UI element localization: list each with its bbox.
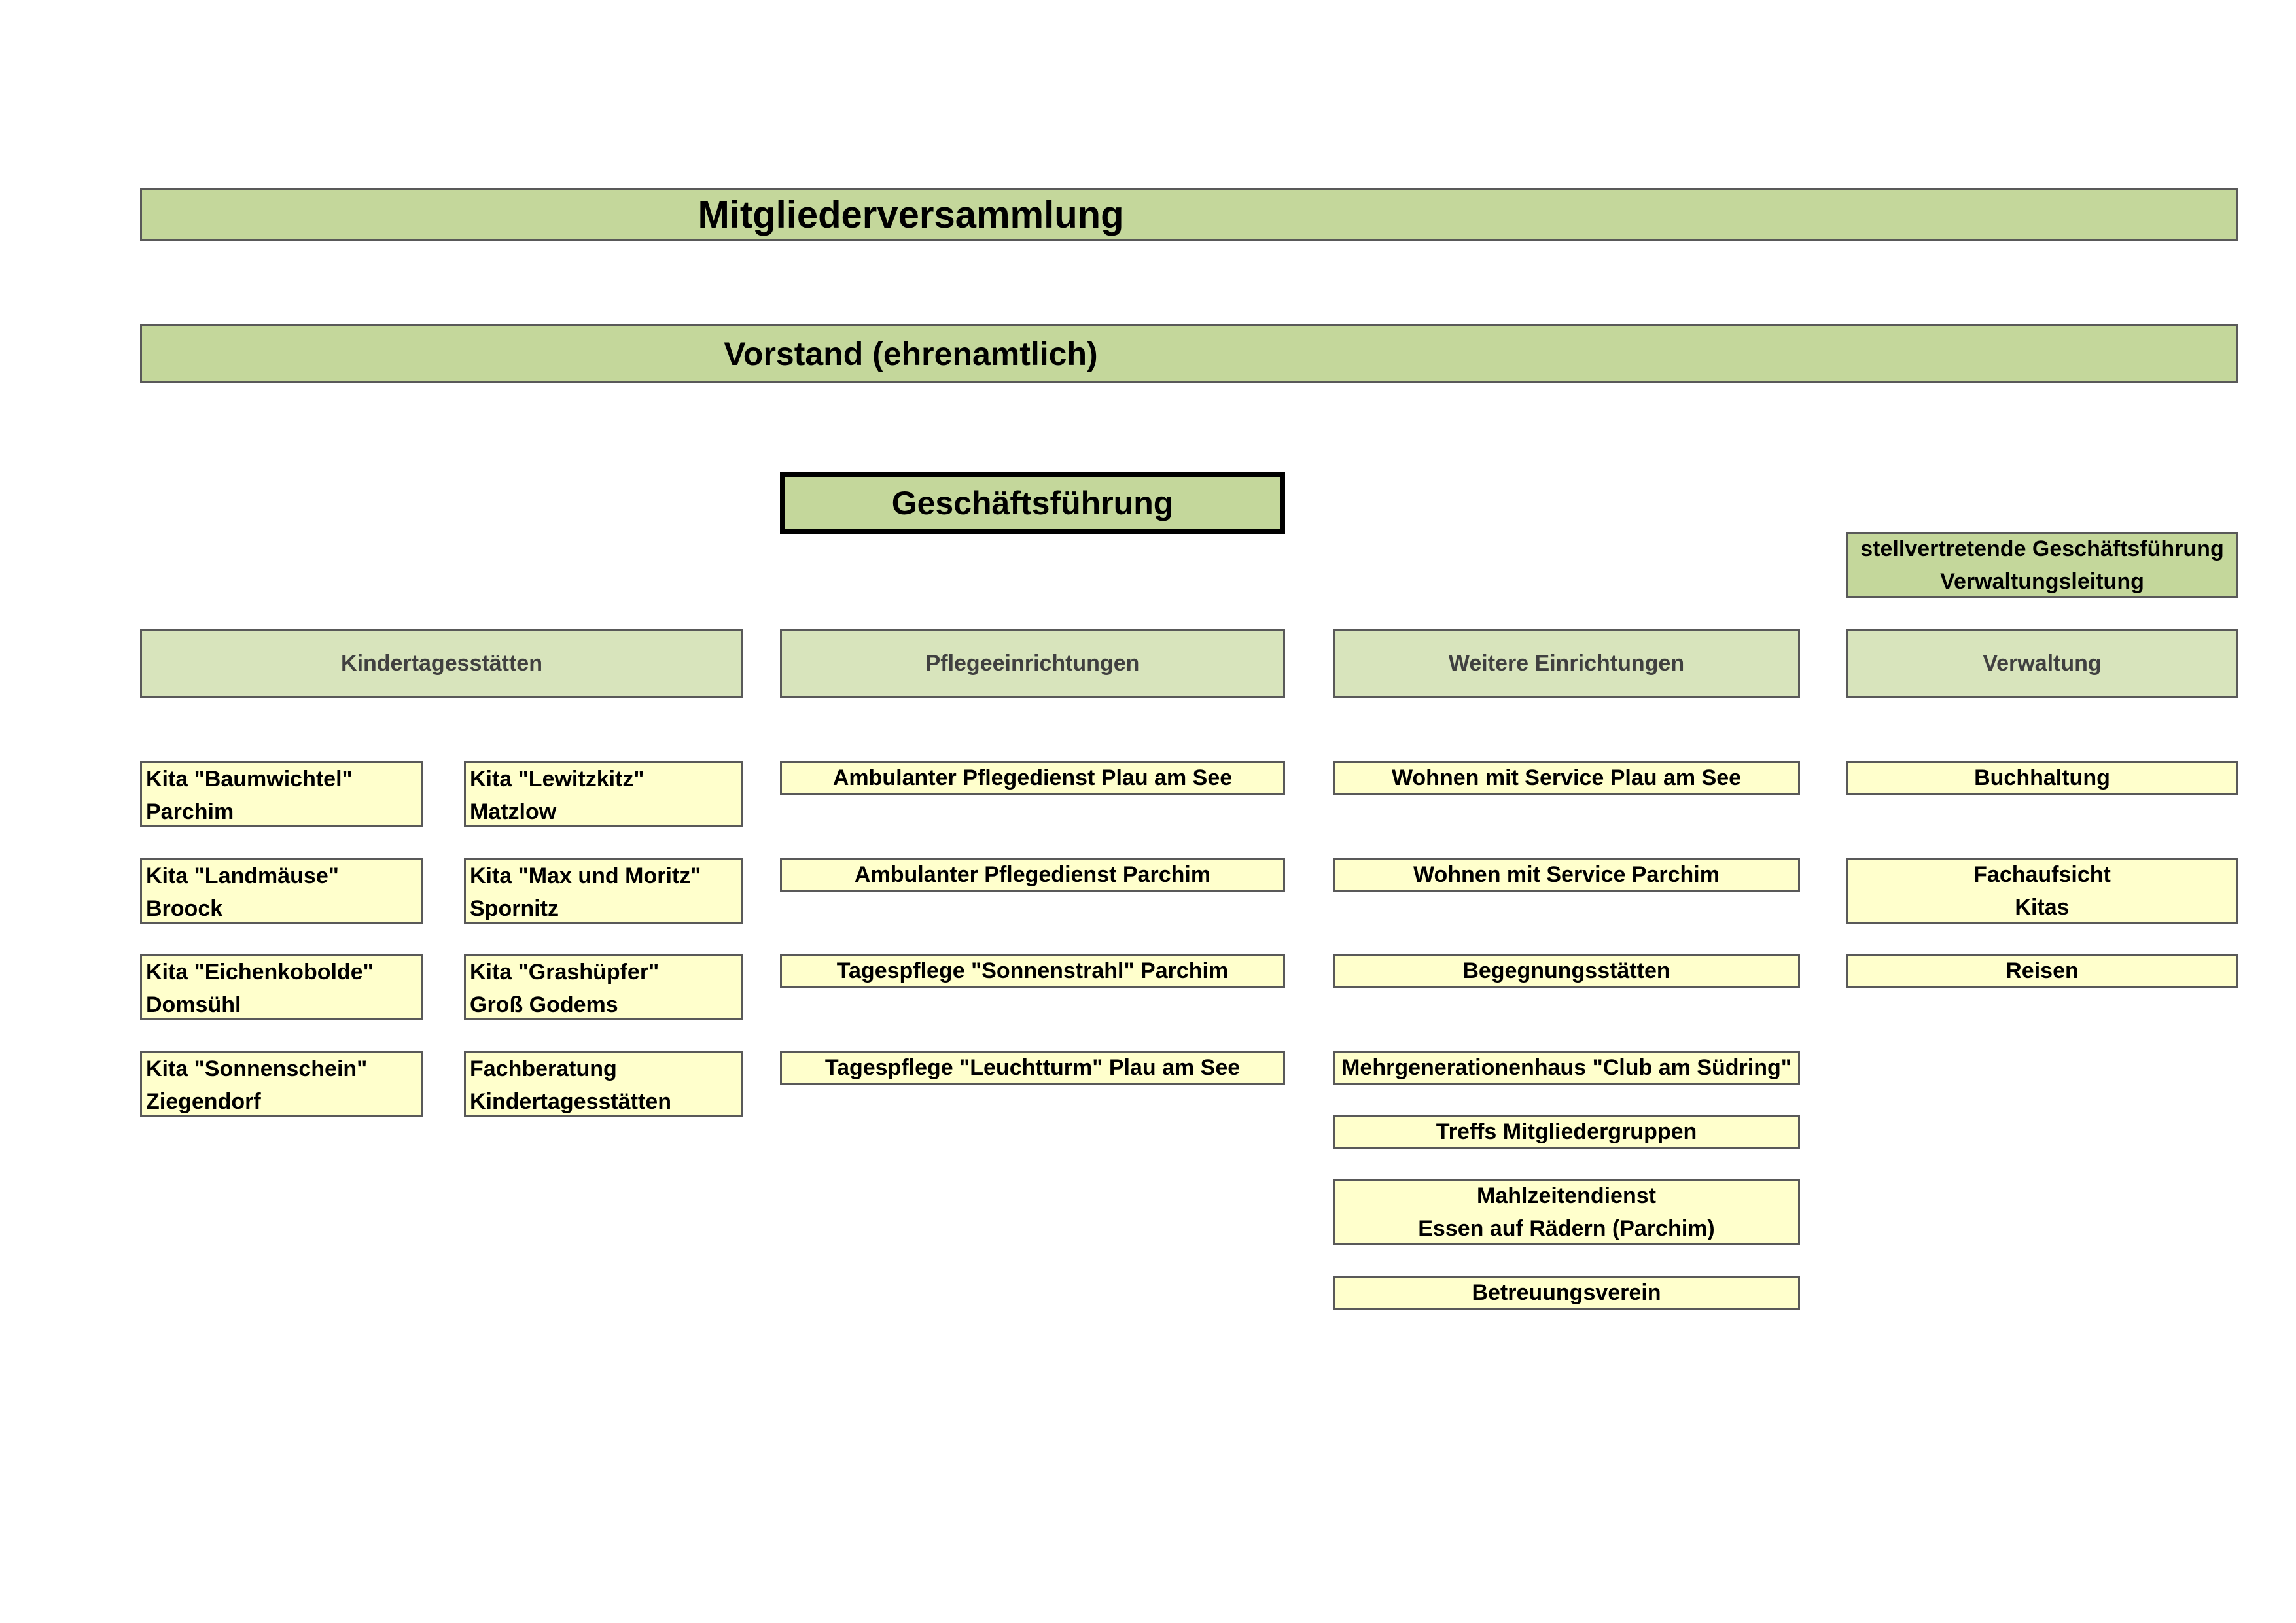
vorstand-box: Vorstand (ehrenamtlich) <box>140 324 2238 383</box>
verwaltung-label: Buchhaltung <box>1974 765 2110 790</box>
dept-verwaltung: Verwaltung <box>1846 629 2238 698</box>
kita-sonnenschein: Kita "Sonnenschein" Ziegendorf <box>140 1051 423 1117</box>
kita-landmaeuse: Kita "Landmäuse" Broock <box>140 858 423 924</box>
weitere-item-5: Treffs Mitgliedergruppen <box>1333 1115 1800 1149</box>
kita-name: Kita "Baumwichtel" <box>146 767 353 792</box>
kita-baumwichtel: Kita "Baumwichtel" Parchim <box>140 761 423 827</box>
stellvertretung-line-2: Verwaltungsleitung <box>1940 569 2144 594</box>
weitere-label-line-1: Mahlzeitendienst <box>1477 1183 1656 1208</box>
fachberatung-kitas: Fachberatung Kindertagesstätten <box>464 1051 743 1117</box>
vorstand-label: Vorstand (ehrenamtlich) <box>724 336 1098 372</box>
kita-lewitzkitz: Kita "Lewitzkitz" Matzlow <box>464 761 743 827</box>
kita-place: Broock <box>146 896 223 921</box>
mitgliederversammlung-box: Mitgliederversammlung <box>140 188 2238 241</box>
pflege-item-1: Ambulanter Pflegedienst Plau am See <box>780 761 1285 795</box>
pflege-label: Ambulanter Pflegedienst Plau am See <box>832 765 1233 790</box>
kita-place: Ziegendorf <box>146 1089 261 1114</box>
weitere-label: Mehrgenerationenhaus "Club am Südring" <box>1341 1055 1792 1080</box>
kita-name: Kita "Max und Moritz" <box>470 864 701 888</box>
verwaltung-label: Reisen <box>2005 958 2079 983</box>
pflege-label: Tagespflege "Leuchtturm" Plau am See <box>824 1055 1241 1080</box>
weitere-item-3: Begegnungsstätten <box>1333 954 1800 988</box>
verwaltung-item-1: Buchhaltung <box>1846 761 2238 795</box>
weitere-label: Wohnen mit Service Parchim <box>1413 862 1720 887</box>
mitgliederversammlung-label: Mitgliederversammlung <box>698 193 1124 236</box>
dept-pflege-label: Pflegeeinrichtungen <box>925 650 1140 676</box>
weitere-label: Begegnungsstätten <box>1462 958 1670 983</box>
weitere-label: Treffs Mitgliedergruppen <box>1436 1119 1697 1144</box>
weitere-item-7: Betreuungsverein <box>1333 1276 1800 1310</box>
kita-name: Kita "Eichenkobolde" <box>146 960 374 985</box>
verwaltung-label-line-1: Fachaufsicht <box>1973 862 2111 887</box>
geschaeftsfuehrung-label: Geschäftsführung <box>891 485 1174 521</box>
pflege-label: Tagespflege "Sonnenstrahl" Parchim <box>836 958 1229 983</box>
geschaeftsfuehrung-box: Geschäftsführung <box>780 472 1285 534</box>
weitere-label: Betreuungsverein <box>1472 1280 1661 1305</box>
dept-pflegeeinrichtungen: Pflegeeinrichtungen <box>780 629 1285 698</box>
kita-name: Kita "Grashüpfer" <box>470 960 660 985</box>
stellvertretung-box: stellvertretende Geschäftsführung Verwal… <box>1846 532 2238 598</box>
weitere-label-line-2: Essen auf Rädern (Parchim) <box>1418 1215 1715 1241</box>
pflege-item-2: Ambulanter Pflegedienst Parchim <box>780 858 1285 892</box>
kita-grashuepfer: Kita "Grashüpfer" Groß Godems <box>464 954 743 1020</box>
kita-place: Groß Godems <box>470 992 618 1017</box>
weitere-item-4: Mehrgenerationenhaus "Club am Südring" <box>1333 1051 1800 1085</box>
kita-name: Kita "Sonnenschein" <box>146 1056 368 1081</box>
dept-weitere-einrichtungen: Weitere Einrichtungen <box>1333 629 1800 698</box>
weitere-item-2: Wohnen mit Service Parchim <box>1333 858 1800 892</box>
dept-kindertagesstaetten: Kindertagesstätten <box>140 629 743 698</box>
stellvertretung-line-1: stellvertretende Geschäftsführung <box>1860 536 2224 561</box>
kita-max-und-moritz: Kita "Max und Moritz" Spornitz <box>464 858 743 924</box>
verwaltung-label-line-2: Kitas <box>2015 894 2070 920</box>
kita-eichenkobolde: Kita "Eichenkobolde" Domsühl <box>140 954 423 1020</box>
verwaltung-item-2: Fachaufsicht Kitas <box>1846 858 2238 924</box>
weitere-label: Wohnen mit Service Plau am See <box>1391 765 1742 790</box>
dept-verwaltung-label: Verwaltung <box>1983 650 2102 676</box>
kita-place: Parchim <box>146 799 234 824</box>
pflege-item-3: Tagespflege "Sonnenstrahl" Parchim <box>780 954 1285 988</box>
weitere-item-6: Mahlzeitendienst Essen auf Rädern (Parch… <box>1333 1179 1800 1245</box>
kita-place: Kindertagesstätten <box>470 1089 671 1114</box>
kita-place: Matzlow <box>470 799 557 824</box>
pflege-label: Ambulanter Pflegedienst Parchim <box>854 862 1211 887</box>
dept-kita-label: Kindertagesstätten <box>341 650 542 676</box>
weitere-item-1: Wohnen mit Service Plau am See <box>1333 761 1800 795</box>
kita-place: Domsühl <box>146 992 241 1017</box>
kita-place: Spornitz <box>470 896 559 921</box>
pflege-item-4: Tagespflege "Leuchtturm" Plau am See <box>780 1051 1285 1085</box>
kita-name: Fachberatung <box>470 1056 617 1081</box>
verwaltung-item-3: Reisen <box>1846 954 2238 988</box>
kita-name: Kita "Landmäuse" <box>146 864 339 888</box>
kita-name: Kita "Lewitzkitz" <box>470 767 645 792</box>
dept-weitere-label: Weitere Einrichtungen <box>1448 650 1685 676</box>
